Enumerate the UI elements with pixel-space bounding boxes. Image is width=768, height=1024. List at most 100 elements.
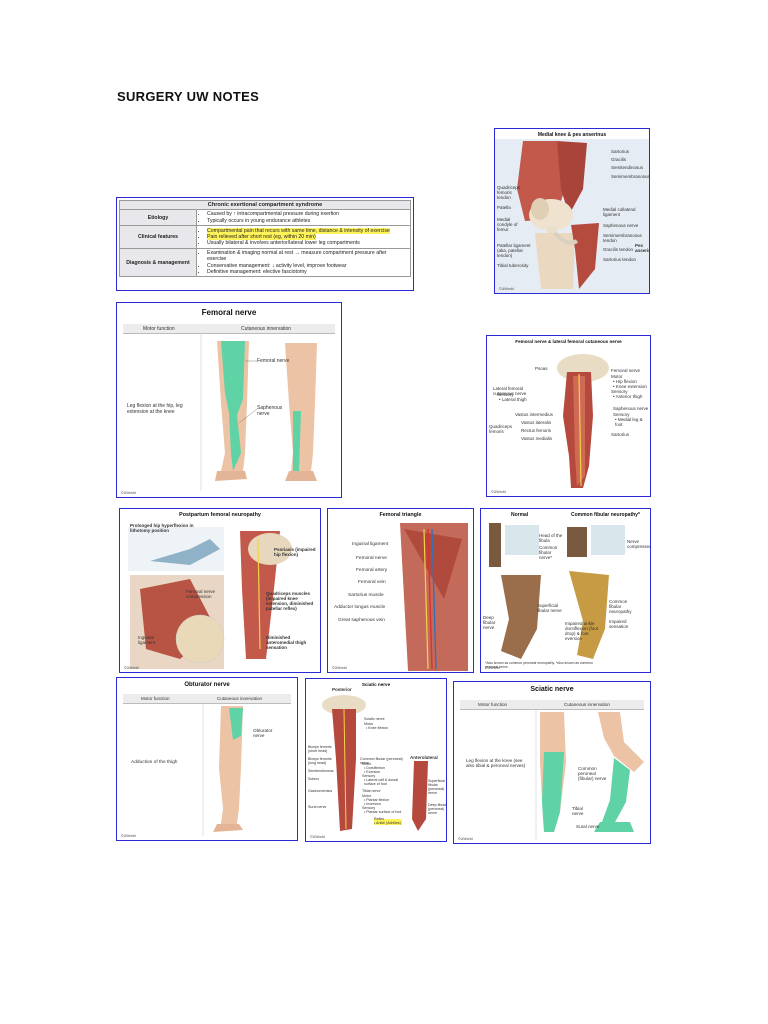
sciatic-col-cutaneous: Cutaneous innervation	[564, 702, 610, 707]
knee-label: Saphenous nerve	[603, 223, 639, 228]
knee-label: Patella	[497, 205, 511, 210]
fibular-label: Head of the fibula	[539, 533, 563, 543]
ces-item: Typically occurs in young endurance athl…	[207, 218, 407, 224]
knee-label: Medial condyle of femur	[497, 217, 518, 232]
sciatic-anat-label: • Plantar flexion	[364, 798, 390, 802]
sciatic-anat-label: Superficial fibular (peroneal) nerve	[428, 779, 445, 795]
sciatic-anat-label: Biceps femoris (short head)	[308, 745, 332, 753]
sciatic-title: Sciatic nerve	[530, 686, 574, 693]
sciatic-anat-label: • Eversion	[364, 770, 381, 774]
lfcn-label: • Lateral thigh	[499, 397, 527, 402]
femoral-triangle-label: Inguinal ligament	[352, 542, 389, 547]
ces-item: Conservative management: ↓ activity leve…	[207, 263, 407, 269]
fibular-title-normal: Normal	[511, 512, 529, 518]
ces-item: Caused by ↑ intracompartmental pressure …	[207, 211, 407, 217]
lfcn-label: Vastus intermedius	[515, 412, 553, 417]
knee-label: Patellar ligament (aka, patellar tendon)	[497, 243, 531, 258]
obturator-motor-text: Adduction of the thigh	[131, 760, 178, 765]
lfcn-label: Motor	[611, 374, 623, 379]
obturator-label: Obturator nerve	[253, 728, 273, 738]
postpartum-illustration	[128, 527, 292, 669]
sciatic-anat-label: • Ankle (Achilles)	[374, 821, 401, 825]
femoral-triangle-label: Femoral nerve	[356, 556, 387, 561]
femoral-col-motor: Motor function	[143, 326, 175, 332]
lfcn-label: Lateral femoral cutaneous nerve	[493, 386, 527, 396]
lfcn-label: Rectus femoris	[521, 428, 552, 433]
ces-row-header-etiology: Etiology	[119, 208, 197, 227]
sciatic-anat-label: Motor	[362, 794, 372, 798]
sciatic-col-motor: Motor function	[478, 702, 508, 707]
lfcn-label: Sensory	[613, 412, 630, 417]
knee-label: Sartorius	[611, 149, 630, 154]
sciatic-label-sural: Sural nerve	[576, 824, 600, 829]
ces-item-highlighted: Pain relieved after short rest (eg, with…	[207, 233, 316, 240]
femoral-label-saphenous: Saphenous nerve	[257, 405, 283, 417]
sciatic-label-tibial: Tibial nerve	[572, 806, 584, 816]
lfcn-label: Femoral nerve	[611, 368, 641, 373]
fibular-label: Nerve compressed	[627, 539, 651, 549]
knee-label: Gracilis	[611, 157, 627, 162]
obturator-title: Obturator nerve	[184, 682, 230, 688]
sciatic-anat-label: Semitendinosus	[308, 769, 334, 773]
femoral-col-cutaneous: Cutaneous innervation	[241, 326, 292, 332]
sciatic-footer: ©UWorld	[458, 837, 473, 841]
femoral-label-femoral: Femoral nerve	[257, 358, 290, 364]
sciatic-label-common: Common peroneal (fibular) nerve	[578, 766, 607, 781]
sciatic-anat-label: Motor	[362, 762, 372, 766]
femoral-triangle-label: Great saphenous vein	[338, 618, 385, 623]
femoral-footer: ©UWorld	[121, 491, 136, 495]
lfcn-label: • Hip flexion	[613, 379, 637, 384]
sciatic-anat-label: • Inversion	[364, 802, 381, 806]
sciatic-anat-view-posterior: Posterior	[332, 687, 352, 692]
femoral-triangle-label: Femoral artery	[356, 568, 388, 573]
femoral-triangle-figure: Femoral triangle Inguinal ligament Femor…	[327, 508, 474, 673]
obturator-figure: Obturator nerve Motor function Cutaneous…	[116, 677, 298, 841]
sciatic-anat-label: Gastrocnemius	[308, 789, 333, 793]
sciatic-anat-illustration	[322, 695, 428, 831]
sciatic-anat-label: Sensory	[362, 774, 376, 778]
lfcn-title: Femoral nerve & lateral femoral cutaneou…	[515, 339, 622, 344]
postpartum-footer: ©UWorld	[124, 666, 139, 670]
postpartum-label: Diminished anteromedial thigh sensation	[266, 635, 307, 650]
ces-table-title: Chronic exertional compartment syndrome	[119, 200, 411, 210]
lfcn-label: • Anterior thigh	[613, 394, 643, 399]
lfcn-footer: ©UWorld	[491, 490, 506, 494]
sciatic-anat-label: Sural nerve	[308, 805, 327, 809]
postpartum-label: Prolonged hip hyperflexion in lithotomy …	[130, 523, 194, 533]
ces-item: Definitive management: elective fascioto…	[207, 269, 407, 275]
obturator-illustration	[202, 704, 243, 836]
obturator-col-motor: Motor function	[141, 696, 170, 701]
lfcn-label: Sartorius	[611, 432, 630, 437]
sciatic-anat-label: Sensory	[362, 806, 376, 810]
lfcn-label: Sensory	[611, 389, 628, 394]
sciatic-anat-label: Tibial nerve	[362, 789, 381, 793]
fibular-label: Superficial fibular nerve	[537, 603, 562, 613]
sciatic-anat-label: Sciatic nerve	[364, 717, 385, 721]
lfcn-label: Saphenous nerve	[613, 406, 649, 411]
lfcn-label: Sensory	[497, 392, 514, 397]
fibular-footer: ©UWorld	[485, 666, 500, 670]
ces-table: Chronic exertional compartment syndrome …	[119, 200, 411, 278]
postpartum-label: Inguinal ligament	[138, 635, 156, 645]
sciatic-anat-label: Biceps femoris (long head)	[308, 757, 332, 765]
femoral-triangle-title: Femoral triangle	[379, 512, 422, 518]
knee-footer: ©UWorld	[499, 287, 514, 291]
femoral-nerve-illustration	[200, 333, 317, 491]
fibular-figure: Normal Common fibular neuropathy* Head o…	[480, 508, 651, 673]
sciatic-anat-label: Common fibular (peroneal) nerve	[360, 757, 403, 765]
femoral-motor-text: Leg flexion at the hip, leg extension at…	[127, 403, 183, 415]
lfcn-label: Vastus medialis	[521, 436, 553, 441]
sciatic-figure: Sciatic nerve Motor function Cutaneous i…	[453, 681, 651, 844]
knee-figure: Medial knee & pes anserinus Sartorius Gr…	[494, 128, 650, 294]
fibular-label: Impaired sensation	[609, 619, 629, 629]
ces-item: Usually bilateral & involves anterior/la…	[207, 240, 407, 246]
knee-title: Medial knee & pes anserinus	[537, 132, 607, 138]
fibular-note: *Also known as common peroneal neuropath…	[485, 661, 593, 669]
sciatic-anat-label: • Dorsiflexion	[364, 766, 386, 770]
sciatic-anatomy-figure: Sciatic nerve Posterior Anterolateral Sc…	[305, 678, 447, 842]
lfcn-label: Quadriceps femoris	[489, 424, 513, 434]
knee-label: Tibial tuberosity	[497, 263, 529, 268]
postpartum-label: Quadriceps muscles (impaired knee extens…	[266, 591, 314, 611]
fibular-title-neuro: Common fibular neuropathy*	[571, 512, 640, 518]
knee-illustration	[495, 139, 649, 293]
